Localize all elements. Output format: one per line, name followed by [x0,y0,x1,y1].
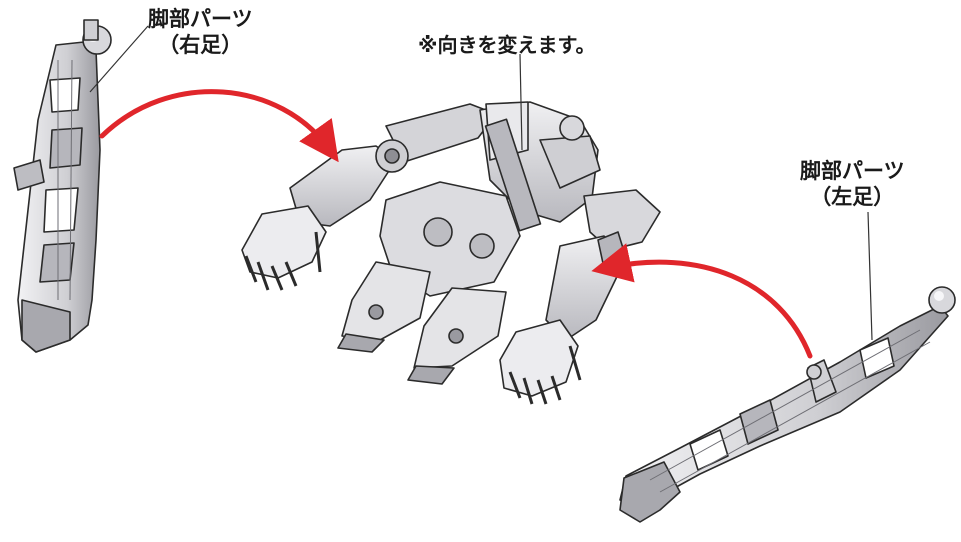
right-leg-label: 脚部パーツ （右足） [148,6,253,58]
leader-line-left-leg [867,211,873,341]
left-leg-label: 脚部パーツ （左足） [800,158,905,210]
red-curved-arrow-icon [591,243,813,359]
red-curved-arrow-icon [99,89,339,163]
right-leg-label-line2: （右足） [158,33,243,57]
robot-figure [241,101,661,405]
leader-line-right-leg [89,25,149,93]
right-leg-part [13,19,112,353]
orientation-note: ※向きを変えます。 [418,33,596,57]
left-leg-label-line2: （左足） [810,185,895,209]
left-leg-part [619,286,956,523]
leader-line-note [519,53,523,151]
left-leg-label-line1: 脚部パーツ [800,159,905,183]
right-leg-label-line1: 脚部パーツ [148,7,253,31]
